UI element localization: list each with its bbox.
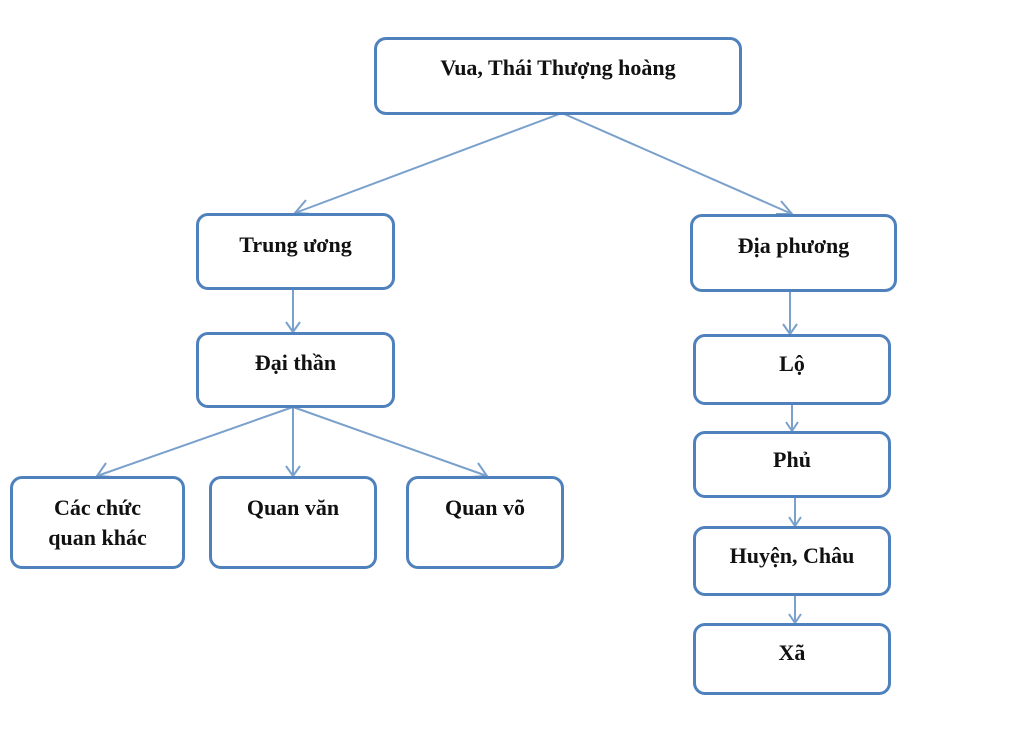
node-lo: Lộ — [693, 334, 891, 405]
connector-ministers-to-military — [292, 406, 488, 477]
node-root: Vua, Thái Thượng hoàng — [374, 37, 742, 115]
node-phu: Phủ — [693, 431, 891, 498]
node-phu-label: Phủ — [773, 447, 811, 472]
node-military-officials: Quan võ — [406, 476, 564, 569]
node-other-officials: Các chức quan khác — [10, 476, 185, 569]
connector-root-to-central — [294, 112, 563, 214]
node-central: Trung ương — [196, 213, 395, 290]
node-xa-label: Xã — [778, 640, 806, 665]
node-ministers-label: Đại thần — [254, 350, 337, 375]
connector-root-to-local — [561, 112, 793, 215]
node-other-officials-line2: quan khác — [48, 525, 147, 550]
node-xa: Xã — [693, 623, 891, 695]
node-huyen-chau: Huyện, Châu — [693, 526, 891, 596]
node-civil-officials: Quan văn — [209, 476, 377, 569]
node-ministers: Đại thần — [196, 332, 395, 408]
node-lo-label: Lộ — [779, 351, 805, 376]
connector-ministers-to-other — [96, 406, 294, 477]
node-root-label: Vua, Thái Thượng hoàng — [440, 55, 676, 80]
node-local-label: Địa phương — [737, 233, 850, 258]
node-civil-officials-label: Quan văn — [246, 495, 340, 520]
node-other-officials-line1: Các chức — [53, 495, 142, 520]
node-huyen-chau-label: Huyện, Châu — [729, 543, 855, 568]
node-military-officials-label: Quan võ — [444, 495, 526, 520]
node-central-label: Trung ương — [239, 232, 352, 257]
node-local: Địa phương — [690, 214, 897, 292]
